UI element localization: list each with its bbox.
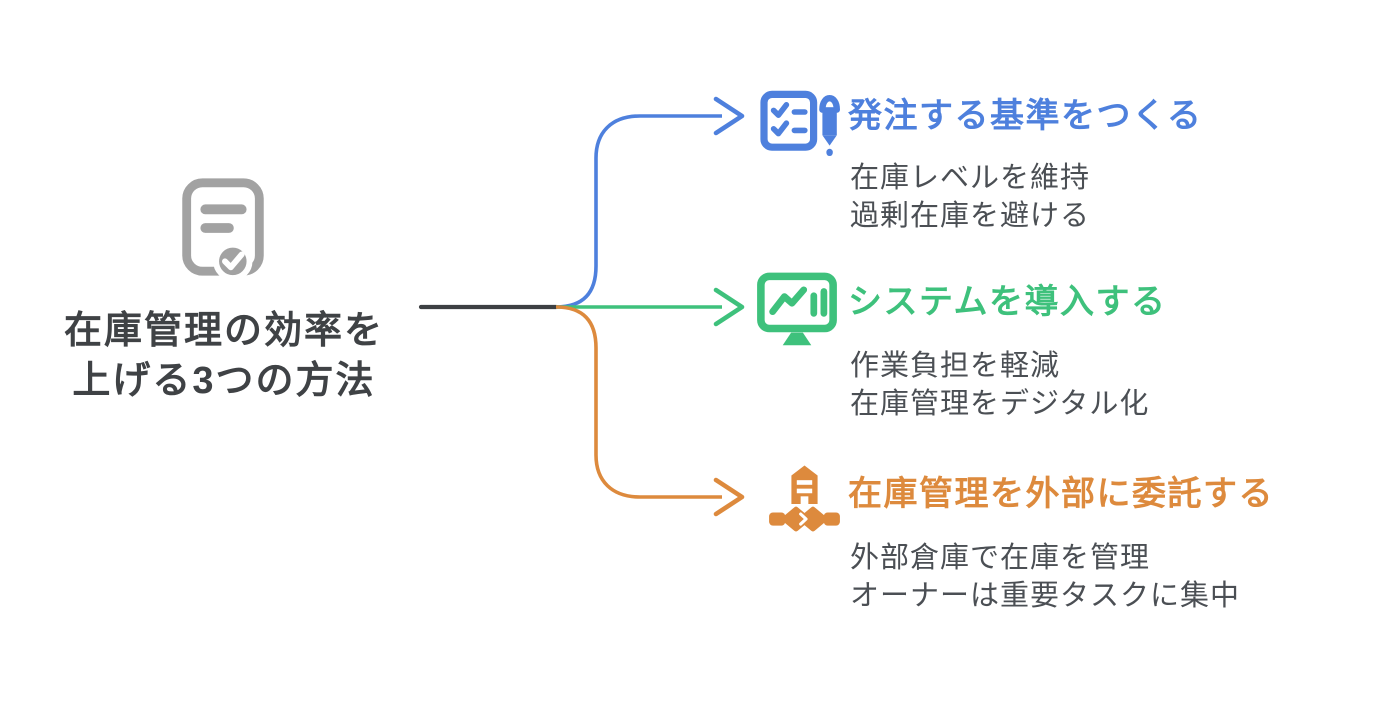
- checklist-pen-icon: [760, 90, 840, 156]
- branch-detail-line: オーナーは重要タスクに集中: [850, 580, 1241, 612]
- root-title-line-1: 在庫管理の効率を: [63, 310, 384, 352]
- root-title-line-2: 上げる3つの方法: [72, 360, 376, 402]
- branch-detail-line: 在庫レベルを維持: [850, 162, 1091, 194]
- monitor-chart-icon: [757, 272, 837, 346]
- building-handshake-icon: [769, 465, 840, 532]
- note-check-icon: [182, 178, 264, 282]
- branch-details-ordering: 在庫レベルを維持 過剰在庫を避ける: [850, 159, 1090, 235]
- branch-connector-bottom: [555, 305, 745, 517]
- branch-title-outsource: 在庫管理を外部に委託する: [848, 475, 1274, 513]
- branch-details-system: 作業負担を軽減 在庫管理をデジタル化: [850, 347, 1149, 423]
- branch-details-outsource: 外部倉庫で在庫を管理 オーナーは重要タスクに集中: [850, 539, 1240, 615]
- branch-title-system: システムを導入する: [848, 283, 1167, 321]
- root-title: 在庫管理の効率を 上げる3つの方法: [28, 306, 420, 406]
- branch-detail-line: 外部倉庫で在庫を管理: [850, 542, 1151, 574]
- branch-title-ordering: 発注する基準をつくる: [848, 97, 1203, 135]
- branch-detail-line: 作業負担を軽減: [850, 350, 1061, 382]
- arrowhead-bottom: [713, 477, 745, 517]
- branch-detail-line: 過剰在庫を避ける: [850, 200, 1091, 232]
- arrowhead-middle: [713, 287, 745, 327]
- arrowhead-top: [713, 96, 745, 136]
- branch-connector-top: [555, 96, 745, 309]
- branch-detail-line: 在庫管理をデジタル化: [850, 388, 1150, 420]
- branch-connector-middle: [556, 287, 745, 327]
